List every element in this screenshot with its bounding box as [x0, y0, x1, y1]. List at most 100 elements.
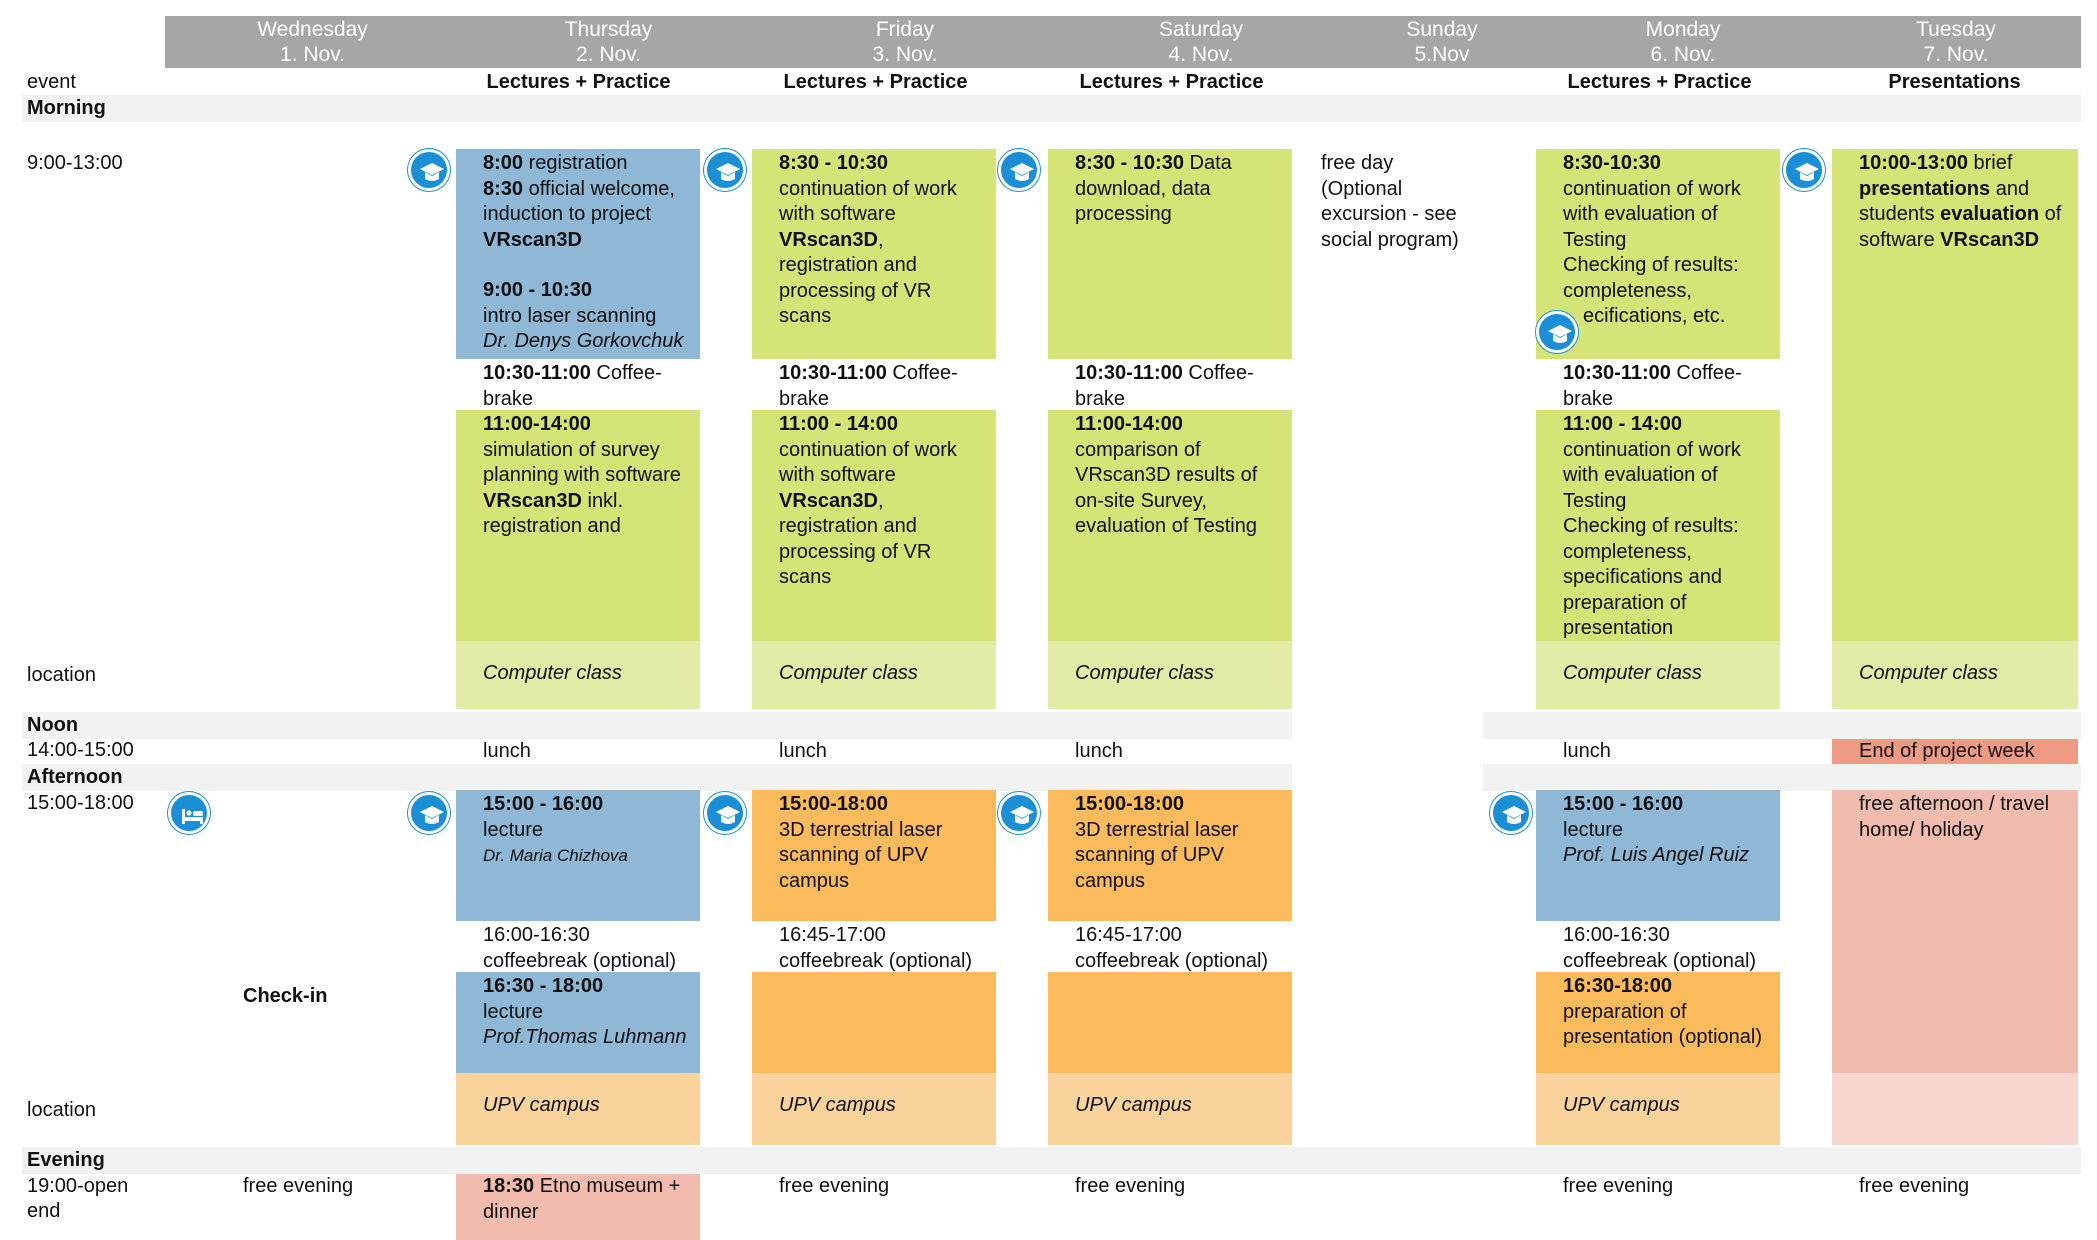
day-name: Saturday: [1158, 18, 1244, 41]
fri-morning-session: 8:30 - 10:30 continuation of work with s…: [752, 149, 996, 359]
time: 10:30-11:00: [779, 362, 887, 384]
text: completeness,: [1563, 279, 1692, 302]
text: registration: [523, 152, 628, 174]
text: coffeebreak (optional): [1563, 949, 1757, 972]
time: 11:00-14:00: [483, 413, 591, 435]
time: 15:00-18:00: [1075, 793, 1184, 815]
graduation-cap-icon: [704, 792, 746, 834]
day-name: Monday: [1645, 18, 1721, 41]
fri-practice-session: 11:00 - 14:00 continuation of work with …: [752, 410, 996, 641]
time: 15:00 - 16:00: [1563, 793, 1684, 815]
day-date: 7. Nov.: [1923, 43, 1989, 66]
text: students: [1859, 203, 1941, 225]
section-bar-noon-right: [1483, 712, 2081, 739]
time: 11:00 - 14:00: [779, 413, 898, 435]
sun-free-day: free day (Optional excursion - see socia…: [1294, 149, 1494, 269]
sat-location-afternoon: UPV campus: [1048, 1073, 1292, 1145]
time: 11:00 - 14:00: [1563, 413, 1682, 435]
day-date: 6. Nov.: [1650, 43, 1716, 66]
day-name: Wednesday: [257, 18, 368, 41]
time: 8:30 - 10:30: [779, 152, 888, 174]
text: lecture: [483, 818, 544, 841]
text: coffeebreak (optional): [1075, 949, 1269, 972]
project-name: VRscan3D: [779, 489, 878, 512]
sat-morning-session: 8:30 - 10:30 Data download, data process…: [1048, 149, 1292, 359]
text: 3D terrestrial laser: [1075, 818, 1239, 841]
fri-afternoon-coffee: 16:45-17:00 coffeebreak (optional): [752, 921, 996, 972]
time: 10:00-13:00: [1859, 152, 1968, 174]
text: evaluation of Testing: [1075, 515, 1257, 537]
time: 11:00-14:00: [1075, 413, 1183, 435]
text: scanning of UPV: [779, 844, 928, 866]
section-bar-noon: [22, 712, 1292, 739]
text: home/ holiday: [1859, 818, 1984, 841]
text: scans: [779, 305, 832, 327]
text: VRscan3D results of: [1075, 464, 1258, 486]
mon-location-morning: Computer class: [1536, 641, 1780, 709]
bed-icon: [168, 792, 210, 834]
thu-morning-session: 8:00 registration 8:30 official welcome,…: [456, 149, 700, 359]
lecturer: Dr. Maria Chizhova: [483, 846, 628, 865]
text: software: [1859, 228, 1941, 251]
graduation-cap-icon: [1536, 311, 1578, 353]
section-bar-morning: [22, 95, 2081, 122]
time-noon: 14:00-15:00: [27, 739, 134, 761]
wed-free-evening: free evening: [243, 1175, 354, 1197]
mon-afternoon-coffee: 16:00-16:30 coffeebreak (optional): [1536, 921, 1780, 972]
text: registration and: [779, 515, 917, 537]
mon-afternoon-preparation: 16:30-18:00 preparation of presentation …: [1536, 972, 1780, 1073]
tue-afternoon-filler: [1832, 1073, 2078, 1145]
sat-free-evening: free evening: [1075, 1175, 1186, 1197]
day-name: Thursday: [564, 18, 653, 41]
text: (Optional: [1321, 177, 1403, 200]
time: 16:30-18:00: [1563, 975, 1672, 997]
text: brake: [1563, 387, 1614, 410]
section-bar-afternoon: [22, 764, 1292, 791]
lecturer: Prof.Thomas Luhmann: [483, 1026, 687, 1048]
sat-location-morning: Computer class: [1048, 641, 1292, 709]
text: of: [2039, 203, 2062, 225]
text: continuation of work: [779, 438, 957, 461]
text: Coffee-: [886, 362, 958, 384]
thu-afternoon-coffee: 16:00-16:30 coffeebreak (optional): [456, 921, 700, 972]
time: 8:30-10:30: [1563, 152, 1661, 174]
sat-coffee-break: 10:30-11:00 Coffee- brake: [1048, 359, 1292, 410]
tue-presentations-session: 10:00-13:00 brief presentations and stud…: [1832, 149, 2078, 641]
event-friday: Lectures + Practice: [783, 71, 968, 93]
section-afternoon: Afternoon: [27, 766, 123, 788]
text: ,: [877, 228, 884, 251]
text: Coffee-: [1670, 362, 1742, 384]
day-date: 2. Nov.: [576, 43, 641, 66]
tue-location-morning: Computer class: [1832, 641, 2078, 709]
thu-location-afternoon: UPV campus: [456, 1073, 700, 1145]
thu-lunch: lunch: [483, 740, 531, 762]
event-saturday: Lectures + Practice: [1079, 71, 1264, 93]
project-name: VRscan3D: [779, 228, 878, 251]
text: preparation of: [1563, 591, 1687, 614]
text: simulation of survey: [483, 438, 660, 461]
thu-afternoon-lecture: 15:00 - 16:00 lecture Dr. Maria Chizhova: [456, 790, 700, 921]
lecturer: Dr. Denys Gorkovchuk: [483, 330, 684, 352]
text: intro laser scanning: [483, 304, 657, 327]
text: specifications and: [1563, 566, 1722, 588]
section-evening: Evening: [27, 1149, 105, 1171]
day-header-saturday: Saturday 4. Nov.: [1053, 16, 1349, 68]
mon-practice-session: 11:00 - 14:00 continuation of work with …: [1536, 410, 1780, 641]
mon-location-afternoon: UPV campus: [1536, 1073, 1780, 1145]
text: with evaluation of: [1563, 203, 1718, 225]
text: Coffee-: [1182, 362, 1254, 384]
tue-free-afternoon: free afternoon / travel home/ holiday: [1832, 790, 2078, 1073]
time-evening: 19:00-open end: [27, 1174, 128, 1224]
sat-practice-session: 11:00-14:00 comparison of VRscan3D resul…: [1048, 410, 1292, 641]
time: 10:30-11:00: [1563, 362, 1671, 384]
fri-afternoon-fieldwork-cont: [752, 972, 996, 1073]
graduation-cap-icon: [998, 149, 1040, 191]
text: dinner: [483, 1200, 539, 1223]
row-label-location: location: [27, 664, 96, 686]
text: brake: [1075, 387, 1126, 410]
event-thursday: Lectures + Practice: [486, 71, 671, 93]
time: 16:45-17:00: [1075, 924, 1182, 946]
thu-afternoon-lecture-2: 16:30 - 18:00 lecture Prof.Thomas Luhman…: [456, 972, 700, 1073]
text: free day: [1321, 152, 1394, 174]
text: inkl.: [581, 489, 624, 512]
